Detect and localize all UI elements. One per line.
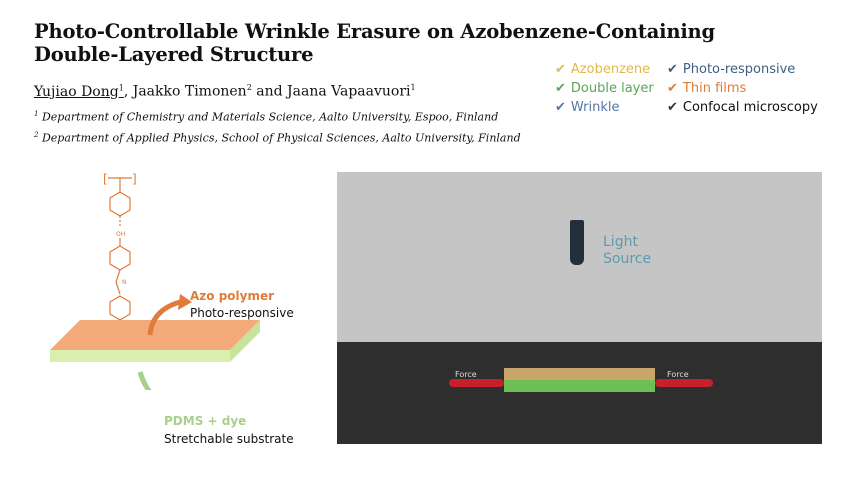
keyword-thin-films: ✔Thin films bbox=[667, 81, 747, 96]
pdms-arrow bbox=[137, 371, 152, 390]
svg-text:N: N bbox=[122, 279, 127, 286]
keyword-photo-responsive: ✔Photo-responsive bbox=[667, 62, 796, 77]
force-arrow-left bbox=[449, 379, 504, 387]
svg-text:]: ] bbox=[132, 172, 137, 186]
double-layer-diagram bbox=[50, 294, 260, 390]
author-third: and Jaana Vapaavuori bbox=[251, 83, 411, 100]
paper-title: Photo-Controllable Wrinkle Erasure on Az… bbox=[34, 20, 715, 66]
author-first: Yujiao Dong1 bbox=[34, 83, 124, 100]
pdms-sublabel: Stretchable substrate bbox=[164, 432, 294, 446]
check-icon: ✔ bbox=[555, 100, 566, 115]
keyword-confocal-microscopy: ✔Confocal microscopy bbox=[667, 100, 818, 115]
force-label-left: Force bbox=[455, 370, 477, 379]
azo-arrow bbox=[147, 299, 181, 336]
pdms-layer-side bbox=[230, 320, 260, 362]
sample-bottom-layer bbox=[504, 380, 655, 392]
light-source-icon bbox=[570, 220, 584, 265]
sample-top-layer bbox=[504, 368, 655, 380]
azo-polymer-label: Azo polymer bbox=[190, 289, 275, 303]
svg-text:[: [ bbox=[103, 172, 108, 186]
author-list: Yujiao Dong1, Jaakko Timonen2 and Jaana … bbox=[34, 83, 416, 100]
stage-floor bbox=[337, 342, 822, 444]
check-icon: ✔ bbox=[555, 62, 566, 77]
force-arrow-right bbox=[655, 379, 713, 387]
check-icon: ✔ bbox=[667, 81, 678, 96]
affiliation-2: 2 Department of Applied Physics, School … bbox=[34, 131, 521, 145]
author-second: , Jaakko Timonen bbox=[123, 83, 247, 100]
pdms-label: PDMS + dye bbox=[164, 414, 247, 428]
check-icon: ✔ bbox=[667, 62, 678, 77]
pdms-layer-front bbox=[50, 350, 230, 362]
svg-text:OH: OH bbox=[116, 231, 125, 238]
force-label-right: Force bbox=[667, 370, 689, 379]
keyword-wrinkle: ✔Wrinkle bbox=[555, 100, 620, 115]
check-icon: ✔ bbox=[555, 81, 566, 96]
check-icon: ✔ bbox=[667, 100, 678, 115]
azo-layer bbox=[50, 320, 260, 350]
azo-polymer-sublabel: Photo-responsive bbox=[190, 306, 294, 320]
affiliation-1: 1 Department of Chemistry and Materials … bbox=[34, 110, 499, 124]
keyword-azobenzene: ✔Azobenzene bbox=[555, 62, 651, 77]
keyword-double-layer: ✔Double layer bbox=[555, 81, 654, 96]
